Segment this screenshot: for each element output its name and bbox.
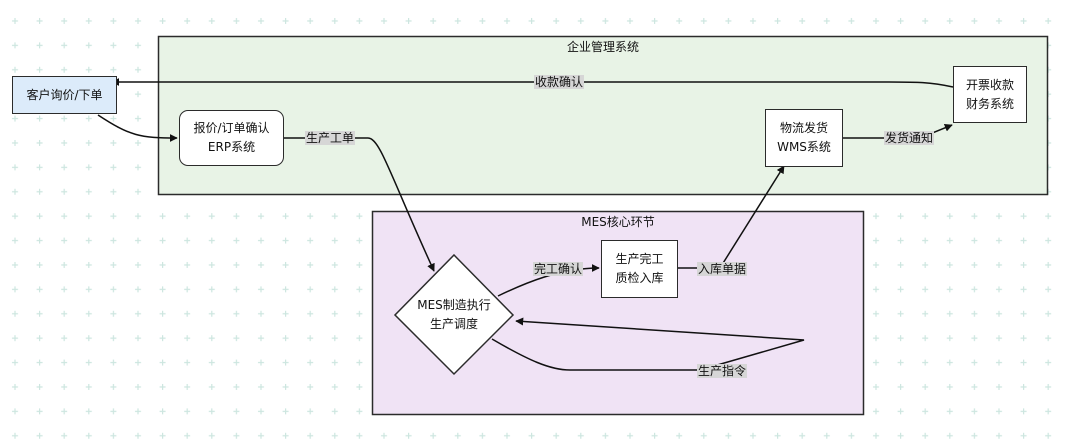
node-quote-label-1: 报价/订单确认 bbox=[193, 121, 270, 135]
node-logistics[interactable]: 物流发货 WMS系统 bbox=[765, 109, 843, 167]
node-logistics-label-1: 物流发货 bbox=[779, 121, 828, 135]
edge-payment-confirm[interactable] bbox=[111, 78, 954, 88]
edge-completion-confirm[interactable] bbox=[497, 264, 600, 297]
node-quote[interactable]: 报价/订单确认 ERP系统 bbox=[179, 110, 284, 166]
node-qc-label-2: 质检入库 bbox=[615, 271, 664, 285]
node-mes-exec[interactable]: MES制造执行 生产调度 bbox=[400, 294, 508, 336]
node-finance-label-1: 开票收款 bbox=[965, 77, 1014, 92]
node-finance[interactable]: 开票收款 财务系统 bbox=[953, 66, 1027, 123]
edge-production-order[interactable] bbox=[284, 137, 435, 272]
edge-production-instruction[interactable] bbox=[491, 317, 805, 371]
node-finance-label-2: 财务系统 bbox=[965, 96, 1014, 111]
edge-label-shipping-notice: 发货通知 bbox=[884, 131, 935, 145]
node-customer-label: 客户询价/下单 bbox=[26, 87, 103, 102]
edge-label-completion-confirm: 完工确认 bbox=[533, 262, 584, 276]
node-qc-label-1: 生产完工 bbox=[615, 252, 664, 266]
group-mes-title: MES核心环节 bbox=[581, 215, 655, 229]
edge-order-to-quote[interactable] bbox=[97, 114, 178, 142]
edge-label-payment-confirm: 收款确认 bbox=[534, 75, 585, 89]
edge-label-production-order: 生产工单 bbox=[305, 131, 356, 145]
node-mes-exec-shape[interactable] bbox=[393, 253, 515, 376]
node-qc[interactable]: 生产完工 质检入库 bbox=[601, 240, 678, 298]
group-enterprise bbox=[157, 35, 1049, 196]
node-logistics-label-2: WMS系统 bbox=[777, 140, 831, 154]
node-quote-label-2: ERP系统 bbox=[207, 140, 256, 154]
node-mes-exec-label-1: MES制造执行 bbox=[417, 298, 491, 312]
edge-label-production-instruction: 生产指令 bbox=[697, 364, 748, 378]
node-customer[interactable]: 客户询价/下单 bbox=[12, 76, 117, 114]
node-mes-exec-label-2: 生产调度 bbox=[429, 317, 478, 331]
edge-label-warehouse-receipt: 入库单据 bbox=[697, 262, 748, 276]
group-enterprise-title: 企业管理系统 bbox=[566, 40, 639, 54]
